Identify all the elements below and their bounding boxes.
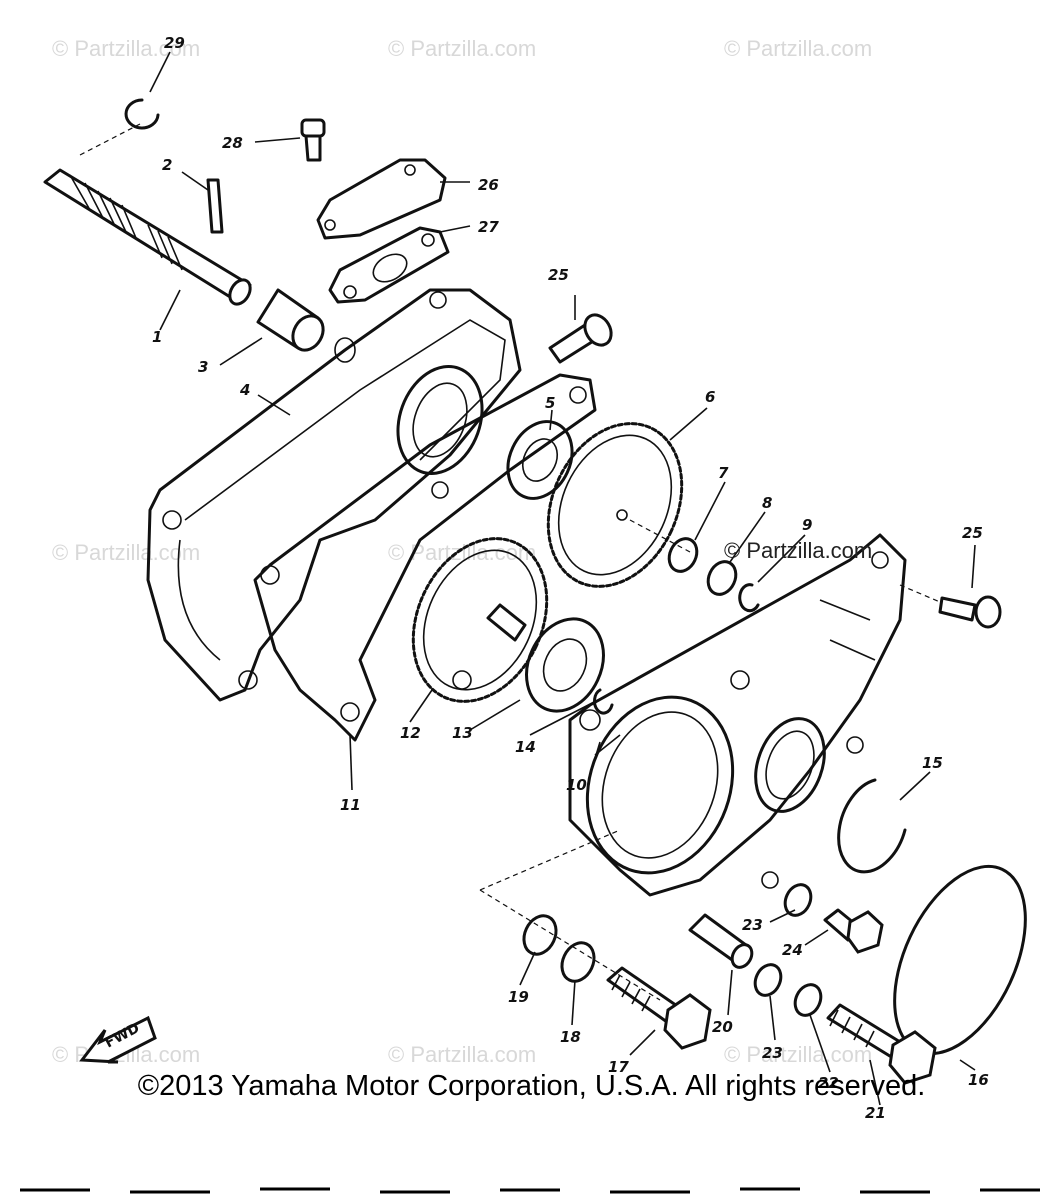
callout-label: 7 — [718, 464, 729, 482]
circlip-part — [124, 98, 160, 130]
gear-12-part — [411, 537, 549, 703]
washers-22-23 — [753, 883, 823, 1017]
pin-part — [206, 178, 224, 234]
callout-label: 25 — [548, 266, 569, 284]
callout-label: 23 — [762, 1044, 783, 1062]
bolt-21-part — [826, 1003, 937, 1085]
circlip-14-part — [593, 688, 614, 715]
gear-6-part — [546, 422, 691, 588]
bolt-25-right-part — [899, 584, 1002, 629]
washers-18-19 — [522, 914, 596, 983]
callout-label: 27 — [478, 218, 499, 236]
callout-label: 22 — [818, 1074, 839, 1092]
callout-label: 6 — [705, 388, 715, 406]
callout-label: 21 — [865, 1104, 886, 1122]
callout-label: 17 — [608, 1058, 629, 1076]
callout-label: 4 — [239, 381, 250, 399]
callout-label: 10 — [566, 776, 587, 794]
callout-label: 16 — [968, 1071, 989, 1089]
watermark: © Partzilla.com — [388, 36, 537, 61]
cover-part — [479, 533, 907, 1001]
callout-label: 15 — [922, 754, 943, 772]
housing-part — [146, 288, 522, 702]
bolt-28-part — [300, 118, 326, 162]
shaft-part — [43, 123, 252, 306]
fwd-arrow-icon: FWD — [79, 1015, 157, 1064]
bearing-13-part — [525, 617, 605, 713]
callout-label: 13 — [452, 724, 473, 742]
callout-label: 8 — [762, 494, 772, 512]
watermark: © Partzilla.com — [724, 1042, 873, 1067]
callout-label: 18 — [560, 1028, 581, 1046]
circlip-15-part — [837, 778, 907, 874]
bolt-17-part — [606, 966, 712, 1050]
leader-lines — [149, 51, 976, 1106]
washers-7-8-9 — [667, 537, 760, 613]
watermark: © Partzilla.com — [388, 1042, 537, 1067]
dowel-part — [688, 913, 754, 969]
partzilla-overlay-text: © Partzilla.com — [724, 538, 873, 563]
callout-label: 26 — [478, 176, 499, 194]
callout-label: 11 — [340, 796, 361, 814]
callout-label: 9 — [802, 516, 812, 534]
callout-labels: 29 28 2 26 27 25 1 3 4 6 5 7 8 9 25 13 1… — [152, 34, 989, 1122]
callout-label: 3 — [198, 358, 208, 376]
callout-label: 19 — [508, 988, 529, 1006]
callout-label: 23 — [742, 916, 763, 934]
callout-label: 14 — [515, 738, 536, 756]
callout-label: 1 — [152, 328, 162, 346]
cover-plate-part — [316, 158, 450, 304]
clipped-bottom-strip — [0, 1180, 1063, 1200]
copyright-notice: ©2013 Yamaha Motor Corporation, U.S.A. A… — [137, 1070, 926, 1102]
watermark: © Partzilla.com — [52, 540, 201, 565]
bushing-part — [256, 288, 356, 363]
watermark: © Partzilla.com — [724, 36, 873, 61]
bolt-25-upper-part — [548, 313, 613, 364]
callout-label: 25 — [962, 524, 983, 542]
bearing-5-part — [506, 420, 574, 500]
callout-label: 28 — [222, 134, 243, 152]
callout-label: 2 — [162, 156, 172, 174]
callout-label: 29 — [164, 34, 185, 52]
callout-label: 24 — [782, 941, 803, 959]
bolt-24-part — [823, 908, 884, 954]
callout-label: 20 — [712, 1018, 733, 1036]
callout-label: 12 — [400, 724, 421, 742]
callout-label: 5 — [545, 394, 555, 412]
watermark: © Partzilla.com — [52, 36, 201, 61]
